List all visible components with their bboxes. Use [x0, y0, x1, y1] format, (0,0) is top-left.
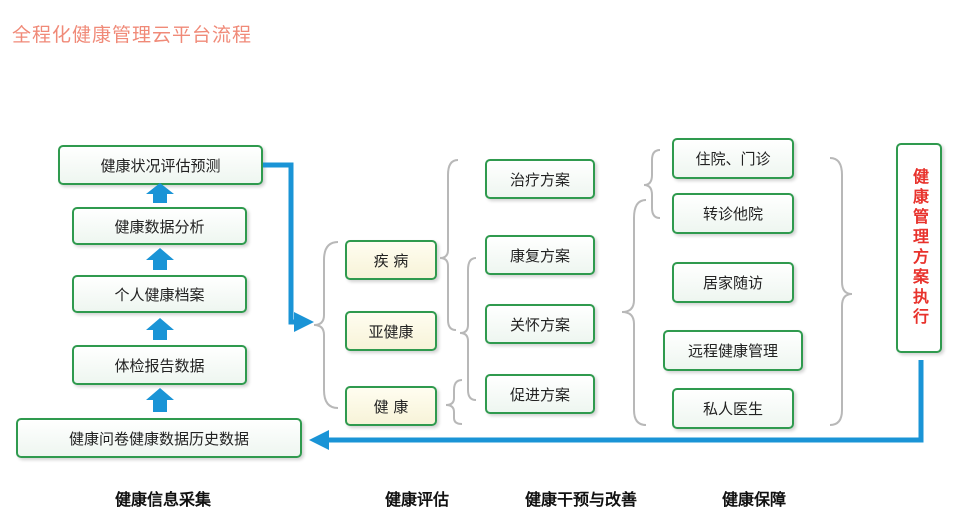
box-health-data-analysis: 健康数据分析 — [72, 207, 247, 245]
execution-label: 健康管理方案执行 — [910, 168, 929, 328]
stage-label-intervention: 健康干预与改善 — [525, 490, 638, 509]
box-promotion-plan: 促进方案 — [485, 374, 595, 414]
flow-arrow-to-evaluation — [263, 162, 314, 332]
box-sub-health: 亚健康 — [345, 311, 437, 351]
up-arrow-icon — [146, 248, 174, 270]
up-arrow-icon — [146, 318, 174, 340]
box-private-doctor: 私人医生 — [672, 388, 794, 429]
up-arrow-icon — [146, 183, 174, 203]
brace-guarantee-right — [829, 157, 853, 426]
box-remote-health-mgmt: 远程健康管理 — [663, 330, 803, 371]
stage-label-collection: 健康信息采集 — [115, 490, 212, 509]
up-arrows — [146, 183, 174, 412]
brace-guarantee — [621, 199, 647, 426]
box-hospital-clinic: 住院、门诊 — [672, 138, 794, 179]
brace-hospital — [643, 149, 661, 219]
box-treatment-plan: 治疗方案 — [485, 159, 595, 199]
brace-healthy — [445, 379, 463, 425]
brace-subhealth — [459, 257, 477, 401]
flow-arrow-return — [309, 360, 924, 450]
brace-disease — [439, 159, 459, 331]
up-arrow-icon — [146, 388, 174, 412]
box-disease: 疾 病 — [345, 240, 437, 280]
box-physical-exam-data: 体检报告数据 — [72, 345, 247, 385]
stage-label-evaluation: 健康评估 — [385, 490, 450, 509]
page-title: 全程化健康管理云平台流程 — [12, 24, 253, 46]
box-questionnaire-history-data: 健康问卷健康数据历史数据 — [16, 418, 302, 458]
box-plan-execution: 健康管理方案执行 — [896, 143, 942, 353]
box-rehab-plan: 康复方案 — [485, 235, 595, 275]
stage-label-guarantee: 健康保障 — [722, 490, 787, 509]
box-referral: 转诊他院 — [672, 193, 794, 234]
box-healthy: 健 康 — [345, 386, 437, 426]
box-home-followup: 居家随访 — [672, 262, 794, 303]
box-care-plan: 关怀方案 — [485, 304, 595, 344]
brace-assessment — [313, 241, 339, 409]
box-personal-health-record: 个人健康档案 — [72, 275, 247, 313]
